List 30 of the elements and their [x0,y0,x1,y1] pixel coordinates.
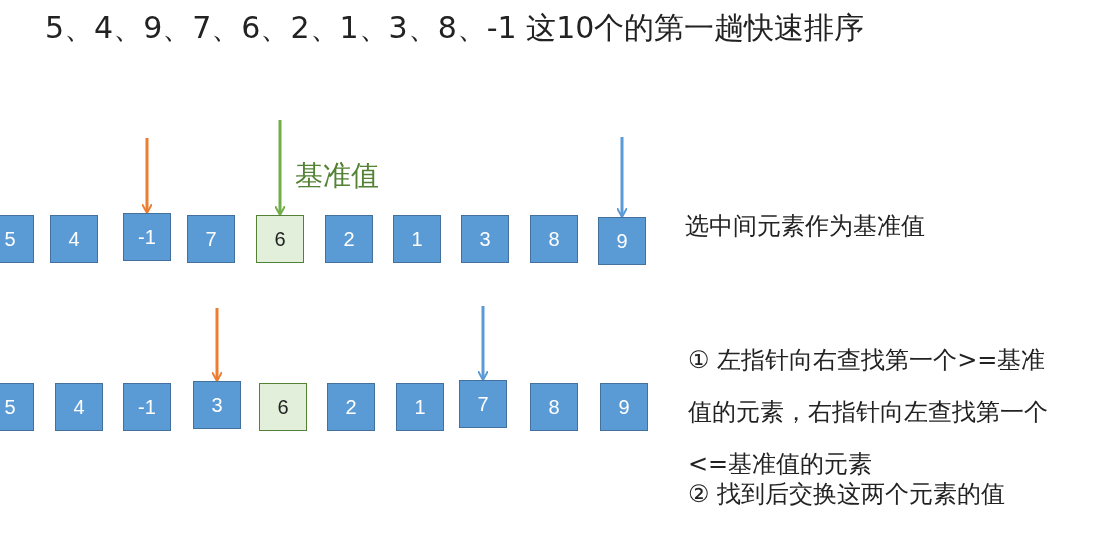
arrow [616,137,628,218]
array-cell: 3 [193,381,241,429]
arrow [141,138,153,214]
step-note: ① 左指针向右查找第一个>=基准值的元素，右指针向左查找第一个<=基准值的元素 [688,345,1049,480]
array-cell: 2 [327,383,375,431]
array-cell: -1 [123,383,171,431]
array-cell: 7 [459,380,507,428]
array-cell: 4 [50,215,98,263]
array-cell: -1 [123,213,171,261]
array-cell: 5 [0,215,34,263]
pivot-cell: 6 [259,383,307,431]
array-cell: 8 [530,215,578,263]
array-cell: 4 [55,383,103,431]
array-cell: 5 [0,383,34,431]
step-note: ② 找到后交换这两个元素的值 [688,479,1006,510]
array-cell: 2 [325,215,373,263]
array-cell: 3 [461,215,509,263]
note: 选中间元素作为基准值 [685,211,925,242]
arrow [477,306,489,381]
array-cell: 9 [598,217,646,265]
array-cell: 9 [600,383,648,431]
arrow [274,120,286,216]
array-cell: 7 [187,215,235,263]
array-cell: 1 [396,383,444,431]
array-cell: 1 [393,215,441,263]
array-cell: 8 [530,383,578,431]
pivot-cell: 6 [256,215,304,263]
arrow [211,308,223,382]
title: 5、4、9、7、6、2、1、3、8、-1 这10个的第一趟快速排序 [45,9,865,47]
pivot-label: 基准值 [295,158,379,194]
